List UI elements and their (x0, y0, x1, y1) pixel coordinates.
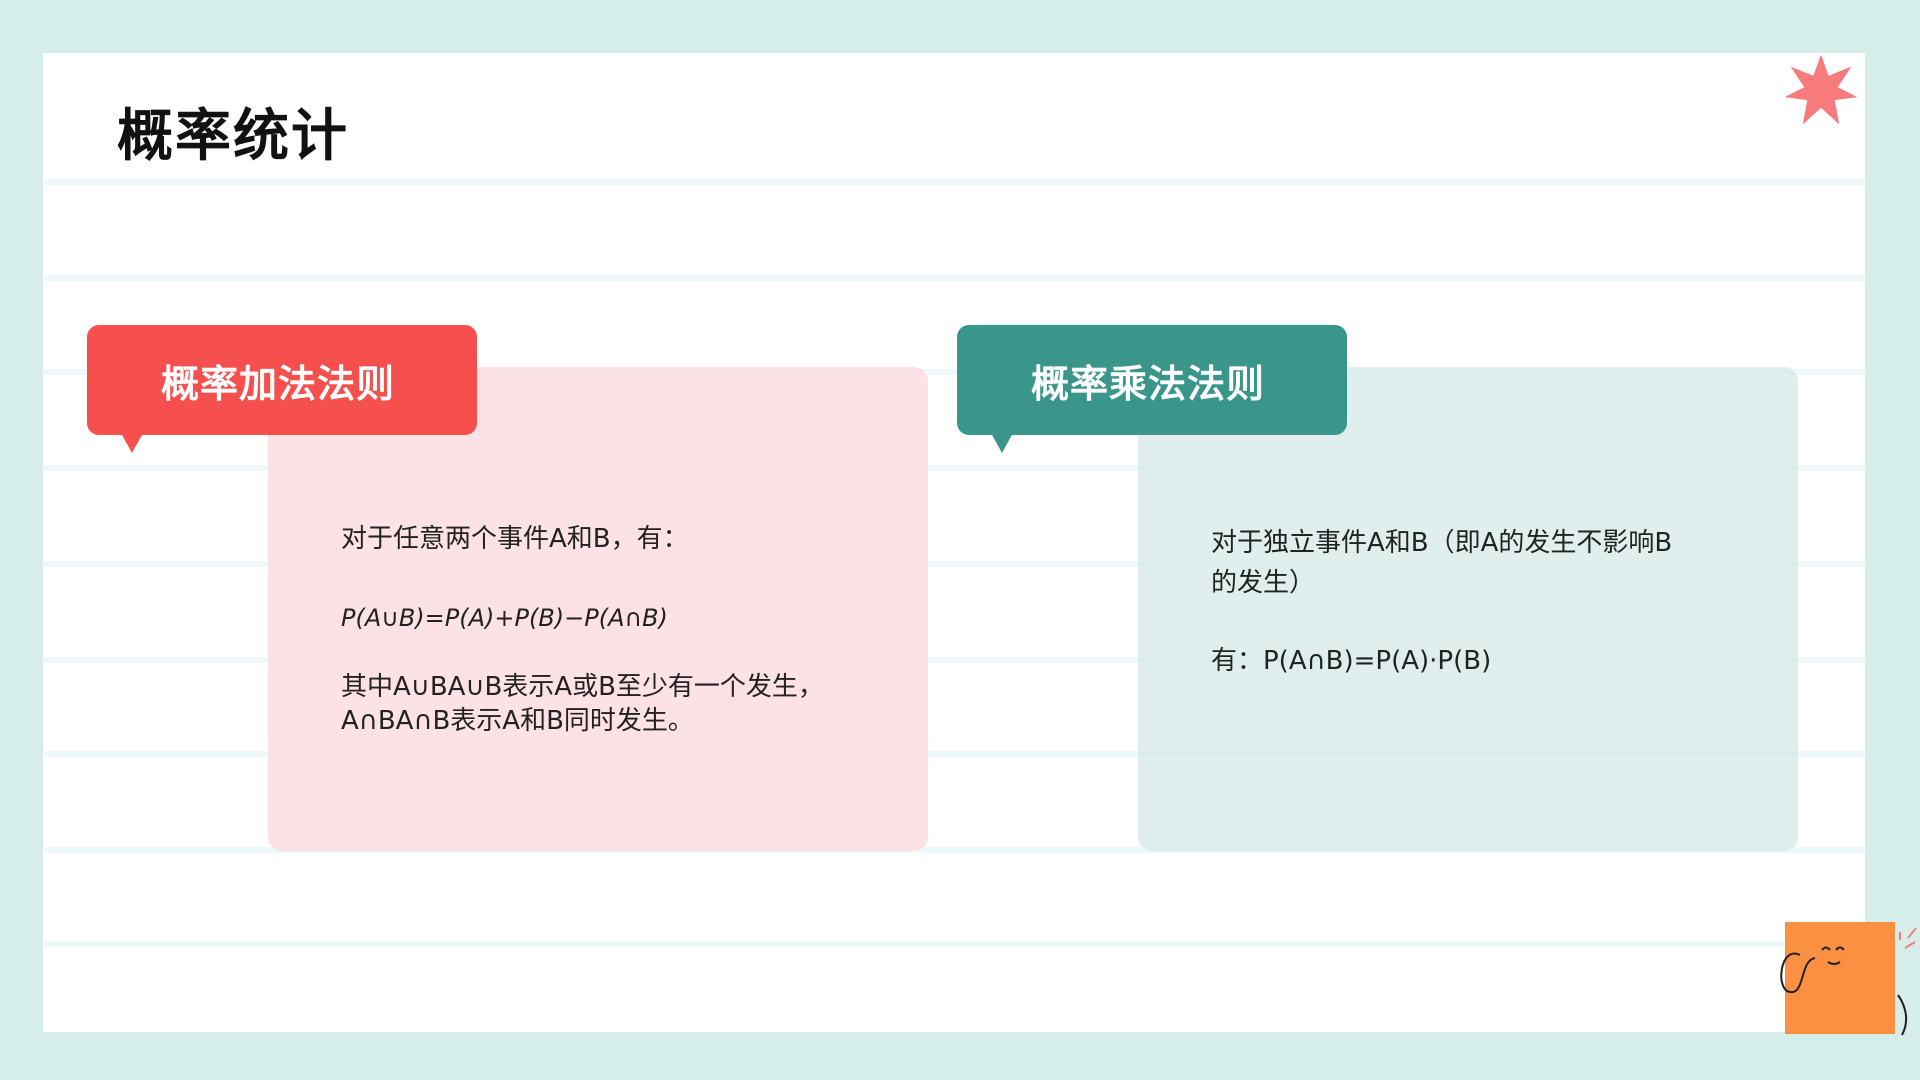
ruled-line (43, 369, 1865, 375)
slide-title: 概率统计 (117, 104, 349, 169)
callout-pointer (991, 433, 1013, 453)
explanation-line-1: 其中A∪BA∪B表示A或B至少有一个发生， (341, 672, 824, 702)
ruled-line (43, 751, 1865, 757)
multiplication-rule-formula: 有：P(A∩B)=P(A)·P(B) (1211, 646, 1492, 676)
ruled-line (43, 847, 1865, 853)
star-burst-icon (1784, 54, 1858, 125)
addition-rule-formula: P(A∪B)=P(A)+P(B)−P(A∩B) (341, 604, 668, 632)
multiplication-rule-heading: 概率乘法法则 (957, 325, 1347, 435)
multiplication-rule-intro: 对于独立事件A和B（即A的发生不影响B 的发生） (1211, 523, 1672, 603)
ruled-line (43, 561, 1865, 567)
addition-rule-heading-text: 概率加法法则 (161, 361, 396, 406)
ruled-line (43, 941, 1865, 947)
multiplication-rule-heading-text: 概率乘法法则 (1031, 361, 1266, 406)
ruled-line (43, 657, 1865, 663)
sticky-note-doodle (1780, 927, 1917, 1036)
sticky-note (1785, 922, 1895, 1034)
addition-rule-explanation: 其中A∪BA∪B表示A或B至少有一个发生， A∩BA∩B表示A和B同时发生。 (341, 670, 824, 738)
addition-rule-card (268, 367, 928, 851)
addition-rule-heading: 概率加法法则 (87, 325, 477, 435)
intro-line-2: 的发生） (1211, 568, 1316, 598)
ruled-line (43, 179, 1865, 185)
callout-pointer (121, 433, 143, 453)
multiplication-rule-card (1138, 367, 1798, 851)
addition-rule-intro: 对于任意两个事件A和B，有： (341, 524, 689, 554)
explanation-line-2: A∩BA∩B表示A和B同时发生。 (341, 706, 694, 736)
ruled-line (43, 275, 1865, 281)
slide: 概率统计 概率加法法则 对于任意两个事件A和B，有： P(A∪B)=P(A)+P… (43, 53, 1865, 1032)
intro-line-1: 对于独立事件A和B（即A的发生不影响B (1211, 528, 1673, 558)
ruled-line (43, 465, 1865, 471)
